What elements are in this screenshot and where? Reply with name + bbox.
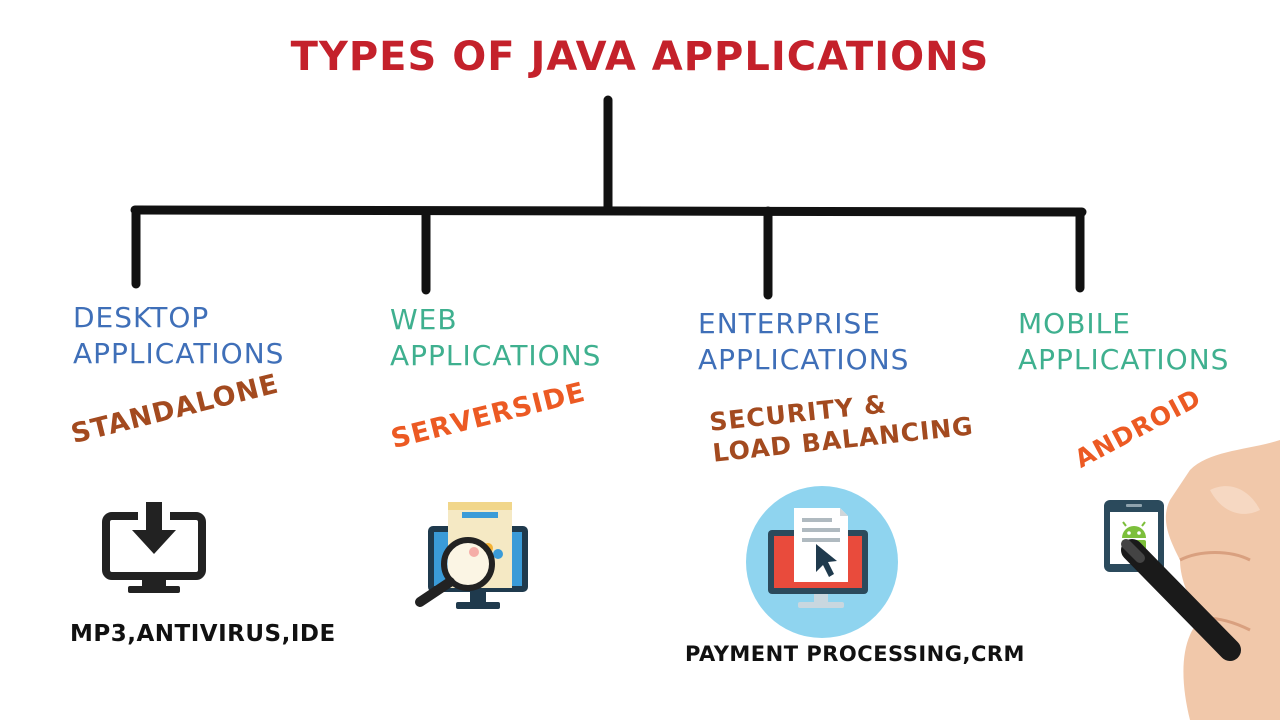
web-search-monitor-icon (415, 502, 528, 609)
category-mobile: MOBILE APPLICATIONS (1018, 306, 1229, 378)
category-enterprise-line2: APPLICATIONS (698, 343, 910, 376)
category-desktop-line2: APPLICATIONS (73, 337, 285, 370)
category-desktop: DESKTOP APPLICATIONS (73, 300, 284, 372)
enterprise-document-monitor-icon (746, 486, 898, 638)
category-web-line1: WEB (390, 303, 458, 336)
category-mobile-line2: APPLICATIONS (1018, 343, 1230, 376)
android-phone-icon (1104, 500, 1164, 572)
hand-with-marker-icon (1121, 440, 1280, 720)
examples-enterprise: PAYMENT PROCESSING,CRM (685, 642, 1025, 666)
category-web-line2: APPLICATIONS (390, 339, 602, 372)
category-enterprise: ENTERPRISE APPLICATIONS (698, 306, 909, 378)
category-web: WEB APPLICATIONS (390, 302, 601, 374)
download-monitor-icon (102, 502, 206, 593)
examples-desktop: MP3,ANTIVIRUS,IDE (70, 621, 336, 647)
diagram-title: TYPES OF JAVA APPLICATIONS (290, 34, 990, 80)
category-mobile-line1: MOBILE (1018, 307, 1131, 340)
connector-bar (130, 205, 1087, 217)
category-enterprise-line1: ENTERPRISE (698, 307, 881, 340)
category-desktop-line1: DESKTOP (73, 301, 210, 334)
